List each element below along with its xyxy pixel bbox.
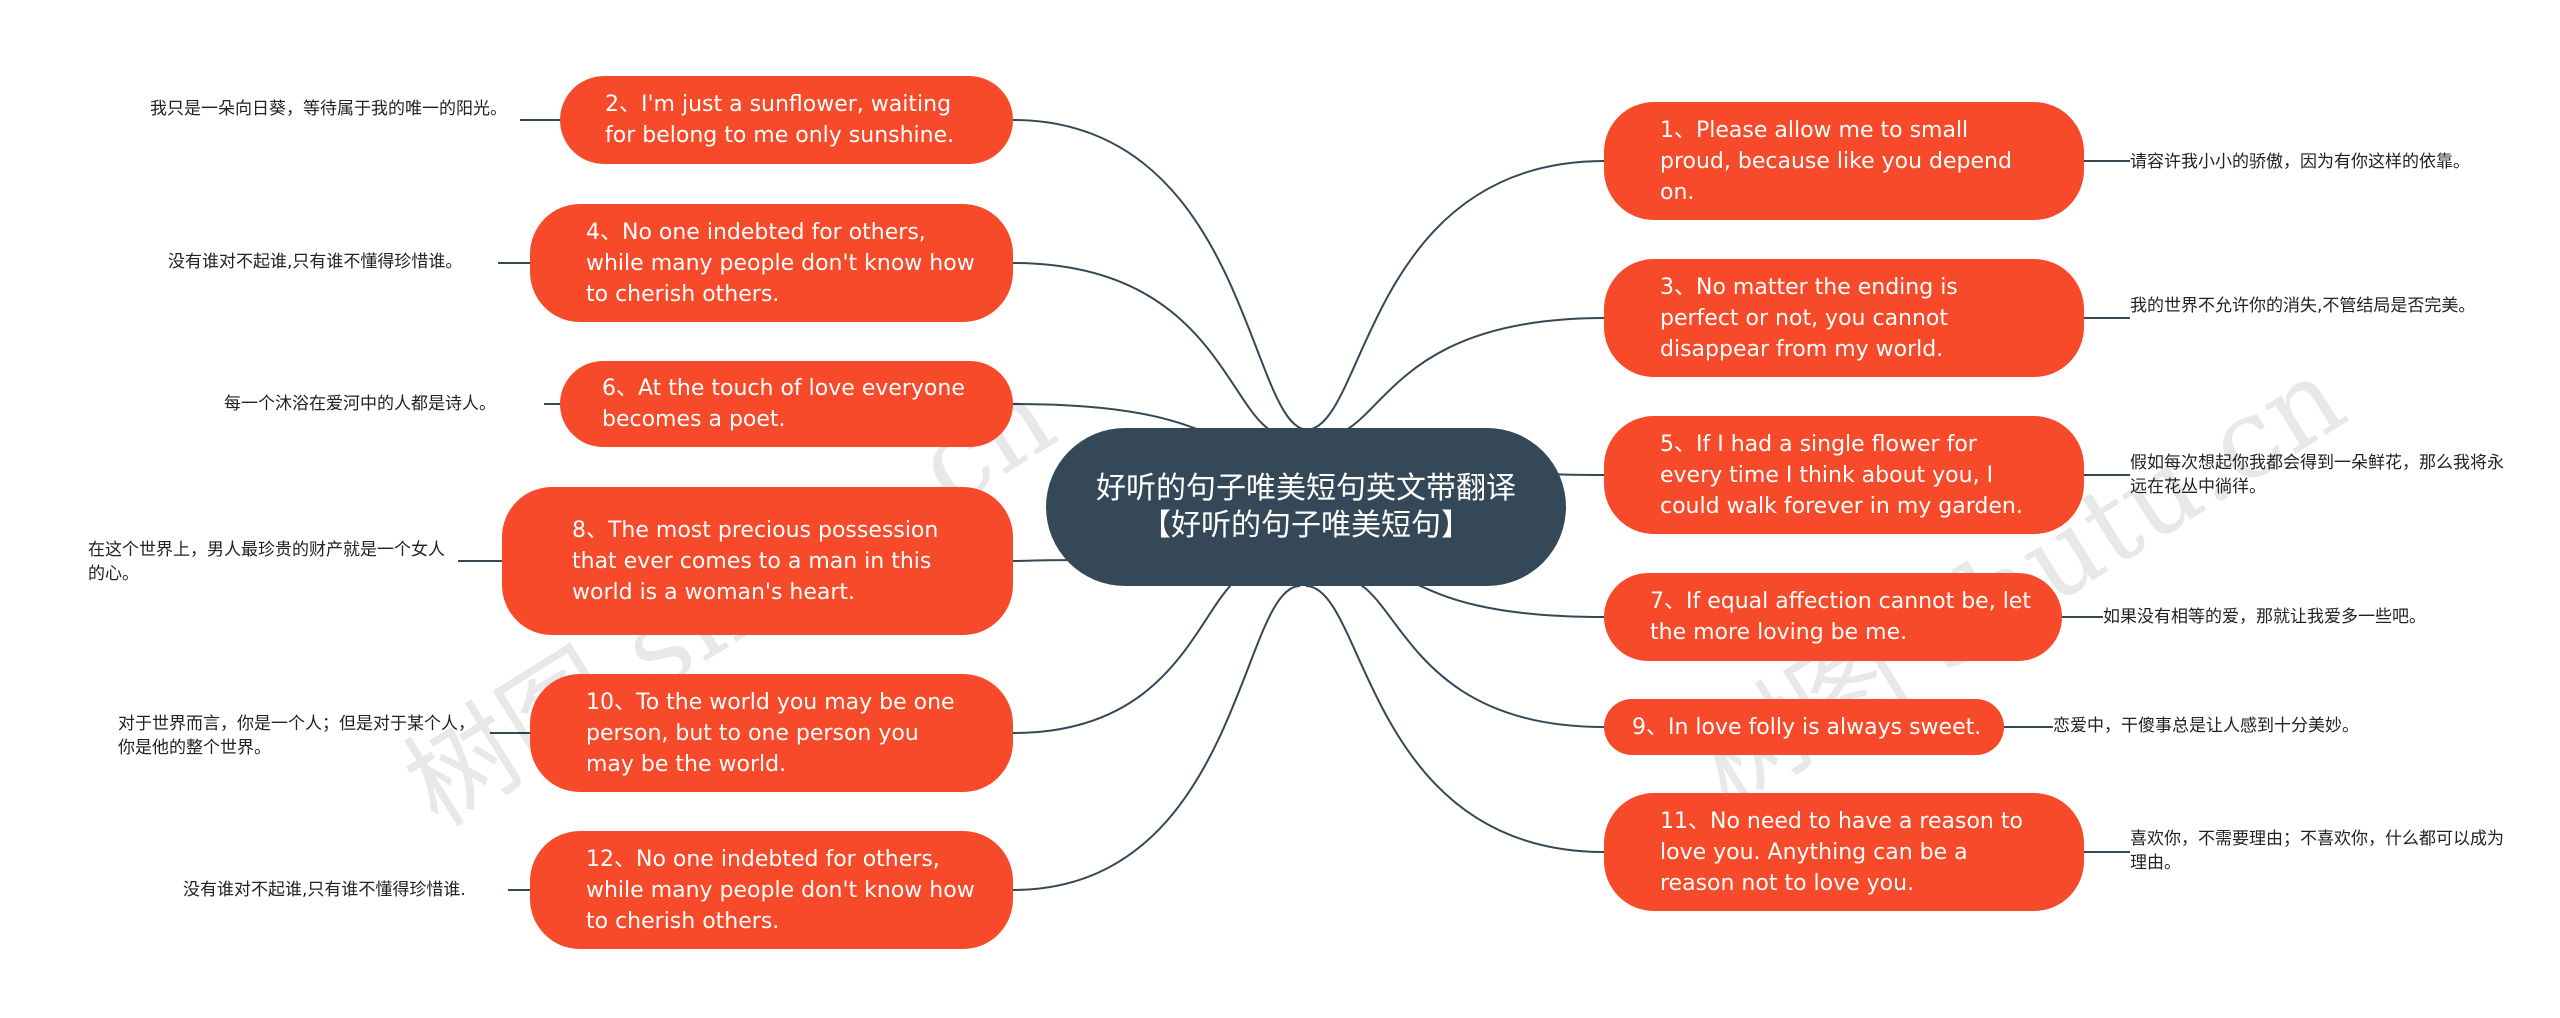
branch-node-3[interactable]: 3、No matter the ending is perfect or not… [1604,259,2084,377]
branch-node-9[interactable]: 9、In love folly is always sweet. [1604,699,2004,755]
branch-note-4: 没有谁对不起谁,只有谁不懂得珍惜谁。 [168,252,463,272]
branch-node-7[interactable]: 7、If equal affection cannot be, let the … [1604,573,2062,661]
branch-node-8[interactable]: 8、The most precious possession that ever… [502,487,1013,635]
branch-node-label: 8、The most precious possession that ever… [572,517,939,605]
connector-left-4 [1012,569,1261,734]
branch-note-5: 假如每次想起你我都会得到一朵鲜花，那么我将永远在花丛中徜徉。 [2130,453,2504,497]
branch-node-label: 5、If I had a single flower for every tim… [1660,431,2023,519]
branch-node-label: 4、No one indebted for others, while many… [586,219,975,307]
branch-node-label: 1、Please allow me to small proud, becaus… [1660,117,2012,205]
branch-node-label: 12、No one indebted for others, while man… [586,846,975,934]
branch-node-11[interactable]: 11、No need to have a reason to love you.… [1604,793,2084,911]
branch-node-label: 6、At the touch of love everyone becomes … [602,376,965,432]
central-topic[interactable]: 好听的句子唯美短句英文带翻译【好听的句子唯美短句】 [1046,428,1566,586]
branch-node-label: 9、In love folly is always sweet. [1632,714,1982,740]
branch-note-9: 恋爱中，干傻事总是让人感到十分美妙。 [2053,716,2359,736]
branch-node-label: 11、No need to have a reason to love you.… [1660,808,2023,896]
branch-note-10: 对于世界而言，你是一个人；但是对于某个人，你是他的整个世界。 [118,714,475,758]
branch-note-1: 请容许我小小的骄傲，因为有你这样的依靠。 [2130,152,2470,172]
branch-node-2[interactable]: 2、I'm just a sunflower, waiting for belo… [560,76,1013,164]
branch-note-3: 我的世界不允许你的消失,不管结局是否完美。 [2130,296,2476,316]
connector-right-5 [1305,585,1605,853]
branch-node-12[interactable]: 12、No one indebted for others, while man… [530,831,1013,949]
connector-right-1 [1323,317,1605,437]
central-topic-label: 好听的句子唯美短句英文带翻译【好听的句子唯美短句】 [1096,471,1516,543]
branch-note-2: 我只是一朵向日葵，等待属于我的唯一的阳光。 [150,99,507,119]
branch-node-label: 3、No matter the ending is perfect or not… [1660,274,1958,362]
branch-node-1[interactable]: 1、Please allow me to small proud, becaus… [1604,102,2084,220]
branch-node-label: 10、To the world you may be one person, b… [586,689,955,777]
branch-note-11: 喜欢你，不需要理由；不喜欢你，什么都可以成为理由。 [2130,829,2504,873]
connector-right-0 [1305,160,1605,431]
branch-node-6[interactable]: 6、At the touch of love everyone becomes … [560,361,1013,447]
branch-node-label: 7、If equal affection cannot be, let the … [1650,589,2031,645]
branch-note-7: 如果没有相等的爱，那就让我爱多一些吧。 [2103,607,2426,627]
branch-node-4[interactable]: 4、No one indebted for others, while many… [530,204,1013,322]
connector-left-5 [1012,585,1301,891]
branch-note-6: 每一个沐浴在爱河中的人都是诗人。 [224,394,496,414]
connector-left-1 [1012,262,1289,437]
branch-node-5[interactable]: 5、If I had a single flower for every tim… [1604,416,2084,534]
branch-node-label: 2、I'm just a sunflower, waiting for belo… [605,92,955,148]
branch-note-12: 没有谁对不起谁,只有谁不懂得珍惜谁. [183,880,466,900]
connector-left-0 [1012,119,1309,431]
branch-note-8: 在这个世界上，男人最珍贵的财产就是一个女人的心。 [88,540,445,584]
branch-node-10[interactable]: 10、To the world you may be one person, b… [530,674,1013,792]
